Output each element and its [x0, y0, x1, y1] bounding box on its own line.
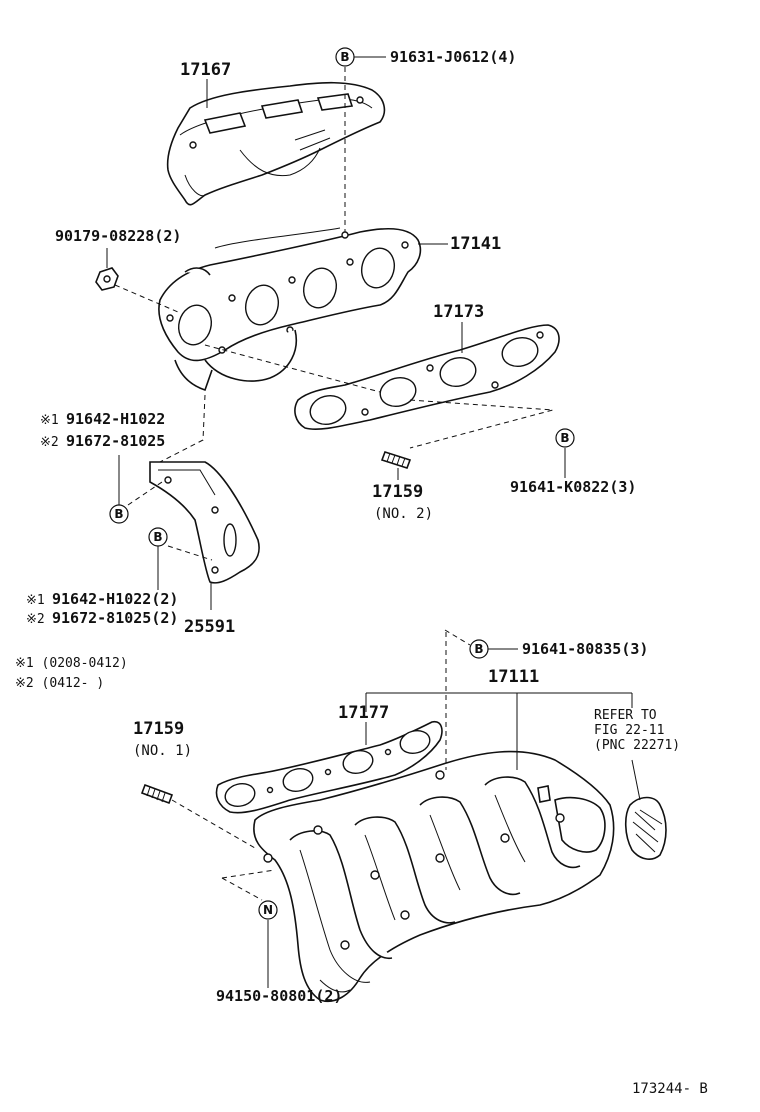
label-17159-no1-sub: (NO. 1): [133, 743, 192, 759]
label-17159-no1: 17159: [133, 719, 184, 739]
throttle-body-gasket: [624, 796, 667, 860]
callout-b-top: B: [335, 47, 355, 67]
label-91642-h1022-2: 91642-H1022(2): [52, 590, 178, 608]
label-mark-2b: ※2: [26, 612, 45, 627]
svg-text:B: B: [560, 431, 569, 445]
stud-bolt-17159-no1: [140, 783, 174, 805]
callout-b-left: B: [109, 504, 129, 524]
label-90179-08228: 90179-08228(2): [55, 227, 181, 245]
label-mark-1a: ※1: [40, 413, 59, 428]
svg-text:B: B: [114, 507, 123, 521]
label-17177: 17177: [338, 703, 389, 723]
svg-text:N: N: [263, 903, 273, 917]
intake-manifold-17111: [253, 750, 615, 1002]
exhaust-gasket-17173: [294, 324, 560, 430]
label-17111: 17111: [488, 667, 539, 687]
note-2: ※2 (0412- ): [15, 676, 104, 691]
svg-text:B: B: [474, 642, 483, 656]
label-91631-j0612: 91631-J0612(4): [390, 48, 516, 66]
label-91672-81025: 91672-81025: [66, 432, 165, 450]
leader-lines: [106, 56, 641, 988]
label-94150-80801: 94150-80801(2): [216, 987, 342, 1005]
figure-id: 173244- B: [632, 1081, 708, 1097]
refer-line-2: FIG 22-11: [594, 723, 664, 738]
label-17159-no2: 17159: [372, 482, 423, 502]
callout-b-intake: B: [469, 639, 489, 659]
callout-b-bracket: B: [148, 527, 168, 547]
label-mark-1b: ※1: [26, 593, 45, 608]
label-17141: 17141: [450, 234, 501, 254]
refer-line-1: REFER TO: [594, 708, 657, 723]
label-91641-80835: 91641-80835(3): [522, 640, 648, 658]
label-17159-no2-sub: (NO. 2): [374, 506, 433, 522]
label-17173: 17173: [433, 302, 484, 322]
stud-bolt-17159-no2: [380, 451, 412, 469]
label-91642-h1022: 91642-H1022: [66, 410, 165, 428]
refer-line-3: (PNC 22271): [594, 738, 680, 753]
label-17167: 17167: [180, 60, 231, 80]
heat-insulator-17167: [166, 81, 386, 206]
svg-text:B: B: [153, 530, 162, 544]
nut-90179: [95, 267, 119, 291]
label-mark-2a: ※2: [40, 435, 59, 450]
callout-b-right: B: [555, 428, 575, 448]
svg-text:B: B: [340, 50, 349, 64]
bracket-25591: [149, 461, 260, 584]
label-91641-k0822: 91641-K0822(3): [510, 478, 636, 496]
callout-n: N: [258, 900, 278, 920]
exhaust-manifold-17141: [158, 227, 422, 392]
label-91672-81025-2: 91672-81025(2): [52, 609, 178, 627]
intake-gasket-17177: [215, 720, 443, 814]
label-25591: 25591: [184, 617, 235, 637]
note-1: ※1 (0208-0412): [15, 656, 128, 671]
